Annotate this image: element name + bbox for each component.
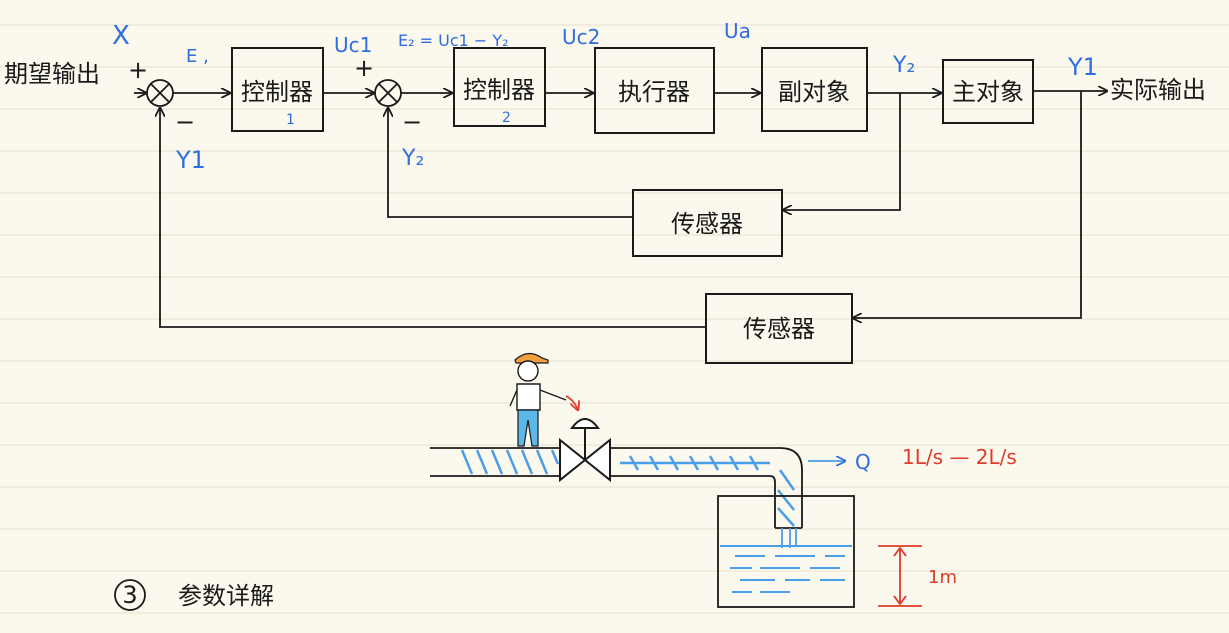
label-y1-output: Y1 [1067,53,1098,81]
label-y1-feedback: Y1 [175,146,206,174]
flow-range-label: 1L/s — 2L/s [902,445,1017,469]
outer-sensor-block [705,293,853,364]
pipe-outlet [610,447,803,548]
controller2-label: 控制器 [463,76,535,104]
input-label: 期望输出 [4,60,100,88]
section-number-circle [114,579,146,611]
controller1-block [231,47,324,132]
summing2-minus-sign: − [402,108,422,136]
controller2-index: 2 [502,110,511,126]
shirt-icon [516,383,541,411]
label-e2-equation: E₂ = Uc1 − Y₂ [398,31,509,50]
label-e1: E , [186,46,209,67]
summing-junction-1 [146,79,174,107]
inner-sensor-label: 传感器 [671,210,743,238]
outer-sensor-label: 传感器 [743,315,815,343]
person-operator [509,352,578,447]
summing1-plus-sign: + [128,56,148,84]
inner-feedback-line-to-sum2 [388,108,633,218]
output-label: 实际输出 [1110,76,1206,104]
flow-label-q: Q [855,450,871,474]
inner-sensor-block [632,189,783,257]
water-tank [717,495,855,608]
actuator-label: 执行器 [618,78,690,106]
pants-icon [517,409,539,447]
outer-feedback-line-to-sum1 [160,108,706,328]
cap-icon [514,352,549,364]
actuator-block [594,47,715,134]
secondary-object-label: 副对象 [778,78,850,106]
label-uc1: Uc1 [334,33,372,57]
height-indicator [878,545,922,607]
valve-icon [559,418,611,483]
primary-object-label: 主对象 [952,78,1024,106]
inner-feedback-line-to-sensor [783,93,901,210]
turn-arrow-icon [565,395,578,410]
ruled-lines [0,24,1229,614]
section-number: 3 [122,581,137,609]
pipe-inlet [430,447,560,477]
controller2-block [453,47,546,127]
controller1-label: 控制器 [241,78,313,106]
label-y2-output: Y₂ [892,53,915,78]
summing1-minus-sign: − [175,108,195,136]
label-ua: Ua [724,19,751,43]
section-title: 参数详解 [178,582,274,610]
head-icon [517,360,539,382]
outer-feedback-line-to-sensor [853,91,1082,318]
height-label: 1m [928,567,957,588]
summing-junction-2 [374,79,402,107]
summing2-plus-sign: + [354,54,374,82]
label-uc2: Uc2 [562,25,600,49]
controller1-index: 1 [286,112,295,128]
label-x: X [112,21,130,51]
label-y2-feedback: Y₂ [401,146,424,171]
secondary-object-block [761,47,868,132]
